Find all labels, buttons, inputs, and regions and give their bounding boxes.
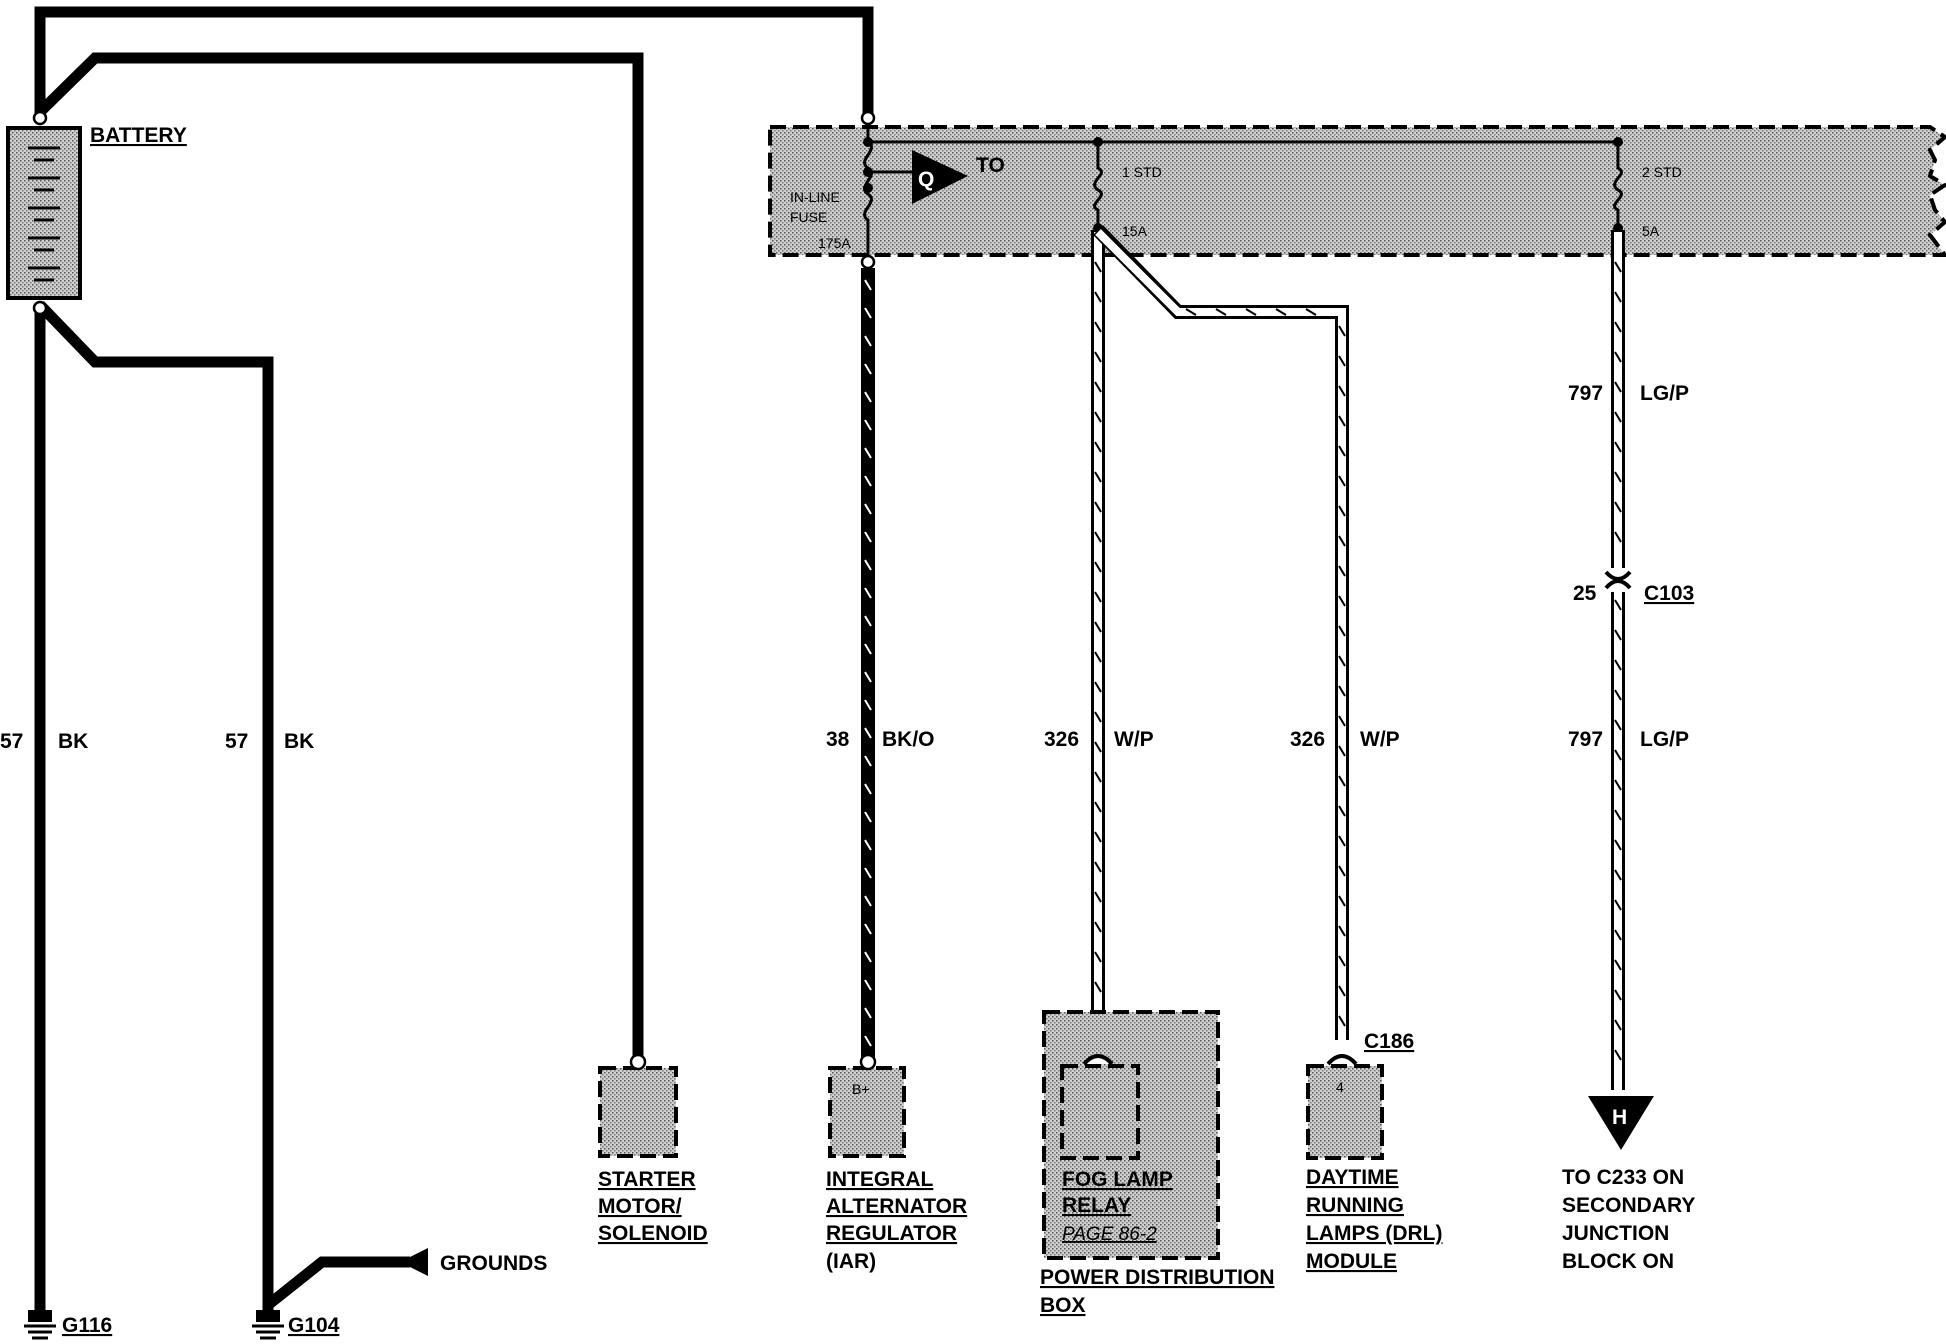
wire-3-circuit: 38 [826,728,850,751]
fuse-1-std: 1 STD [1122,164,1162,180]
alternator-line-4: (IAR) [826,1250,876,1273]
starter-line-3: SOLENOID [598,1222,708,1245]
c186-name: C186 [1364,1030,1414,1053]
connector-c103-icon [1604,570,1632,590]
wire-2-circuit: 57 [225,730,248,753]
c103-name: C103 [1644,582,1694,605]
wire-6a-circuit: 797 [1568,382,1603,405]
wire-5-color: W/P [1360,728,1400,751]
fog-lamp-page-ref: PAGE 86-2 [1062,1224,1157,1245]
alternator-line-3: REGULATOR [826,1222,957,1245]
wire-6b-color: LG/P [1640,728,1689,751]
wire-4-color: W/P [1114,728,1154,751]
fuse-2-std: 2 STD [1642,164,1682,180]
connector-h-line-2: SECONDARY [1562,1194,1695,1217]
alternator [828,1053,906,1158]
connector-h-icon [1588,1096,1654,1150]
wire-1-circuit: 57 [0,730,23,753]
inline-fuse-rating: 175A [818,235,851,251]
starter-line-2: MOTOR/ [598,1195,682,1218]
connector-h-line-3: JUNCTION [1562,1222,1669,1245]
pdb-label-line-1: POWER DISTRIBUTION [1040,1266,1275,1289]
fog-lamp-line-1: FOG LAMP [1062,1168,1173,1191]
fog-lamp-line-2: RELAY [1062,1194,1131,1217]
pdb-label-line-2: BOX [1040,1294,1086,1317]
drl-line-4: MODULE [1306,1250,1397,1273]
connector-q-icon [912,150,968,204]
connector-q-letter: Q [918,168,934,191]
battery-wires [34,6,874,1310]
drl-line-3: LAMPS (DRL) [1306,1222,1442,1245]
ground-g116-icon [24,1310,56,1340]
battery [6,110,82,316]
drl-line-1: DAYTIME [1306,1166,1399,1189]
starter-motor [598,1053,678,1158]
connector-q-to: TO [976,154,1005,177]
fuse-2-rating: 5A [1642,223,1660,239]
wire-5-circuit: 326 [1290,728,1325,751]
starter-line-1: STARTER [598,1168,696,1191]
battery-negative-terminal [32,300,48,316]
c103-pin: 25 [1573,582,1597,605]
ground-g116-label: G116 [62,1314,112,1337]
fog-lamp-relay-box [1042,1010,1220,1260]
inline-fuse-label-line2: FUSE [790,209,827,225]
wire-6a-color: LG/P [1640,382,1689,405]
wire-6b-circuit: 797 [1568,728,1603,751]
connector-h-line-4: BLOCK ON [1562,1250,1674,1273]
connector-h-letter: H [1612,1106,1627,1129]
battery-positive-terminal [32,110,48,126]
inline-fuse-label-line1: IN-LINE [790,189,840,205]
wire-1-color: BK [58,730,88,753]
grounds-arrow-icon [400,1248,428,1276]
drl-line-2: RUNNING [1306,1194,1404,1217]
fuse-1-rating: 15A [1122,223,1148,239]
connector-h-line-1: TO C233 ON [1562,1166,1684,1189]
alternator-line-1: INTEGRAL [826,1168,934,1191]
power-distribution-box-panel [768,125,1946,257]
wire-hatch-marks [864,261,1622,1061]
c186-pin: 4 [1336,1079,1344,1095]
alternator-line-2: ALTERNATOR [826,1195,967,1218]
battery-label: BATTERY [90,124,187,147]
grounds-label: GROUNDS [440,1252,547,1275]
wire-3-color: BK/O [882,728,935,751]
ground-g104-label: G104 [288,1314,340,1337]
wire-326-drl [1092,225,1349,1040]
drl-module [1306,1054,1384,1160]
wire-4-circuit: 326 [1044,728,1079,751]
ground-g104-icon [252,1310,284,1340]
alternator-pin: B+ [852,1081,870,1097]
wire-2-color: BK [284,730,314,753]
